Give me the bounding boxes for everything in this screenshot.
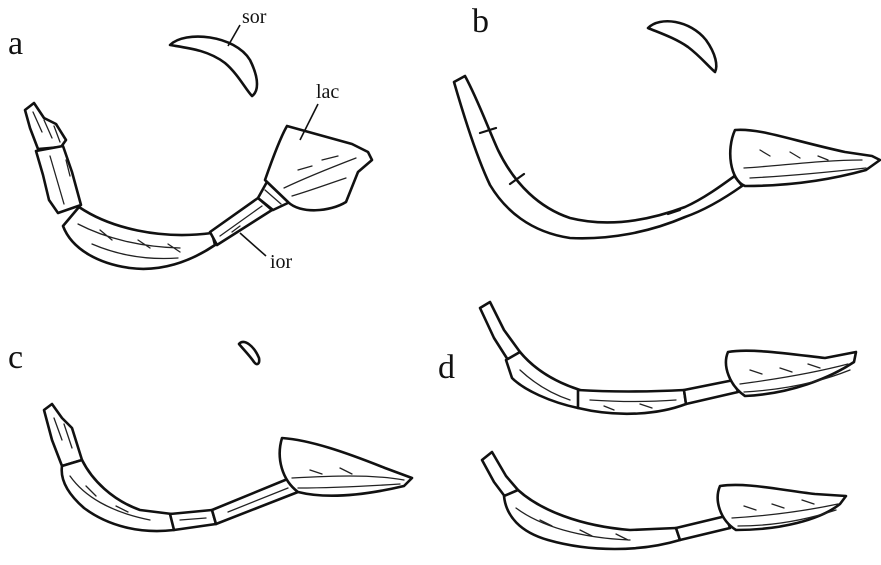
panel-d-letter: d xyxy=(438,349,455,386)
panel-d-lower-infraorbital-1-2 xyxy=(504,490,680,549)
panel-d-upper-anterior-rod xyxy=(480,302,520,360)
leader-sor xyxy=(228,25,240,46)
panel-b: b xyxy=(454,3,880,238)
label-lac: lac xyxy=(316,81,339,103)
leader-ior xyxy=(240,233,266,256)
panel-d-upper-specimen xyxy=(480,302,856,414)
panel-a: a sor lac ior xyxy=(8,6,372,273)
panel-d-upper-lacrimal xyxy=(726,351,856,396)
label-ior: ior xyxy=(270,251,293,273)
panel-b-letter: b xyxy=(472,3,489,40)
panel-b-infraorbital-chain xyxy=(454,76,742,238)
panel-d: d xyxy=(438,302,856,549)
panel-c-letter: c xyxy=(8,339,23,376)
panel-d-upper-infraorbital-3 xyxy=(684,380,738,404)
label-sor: sor xyxy=(242,6,267,28)
panel-c-supraorbital xyxy=(239,342,259,364)
panel-a-infraorbital-1 xyxy=(36,146,81,213)
panel-d-lower-specimen xyxy=(482,452,846,549)
panel-c-anterior-bone-tip xyxy=(44,404,82,466)
panel-c-infraorbital-3 xyxy=(170,510,216,530)
panel-a-infraorbital-2 xyxy=(63,207,215,269)
panel-c-infraorbital-1-2 xyxy=(62,460,174,531)
panel-a-supraorbital xyxy=(170,37,257,96)
panel-c: c xyxy=(8,339,412,531)
panel-b-supraorbital xyxy=(648,21,716,72)
panel-a-letter: a xyxy=(8,25,23,62)
panel-d-lower-infraorbital-3 xyxy=(676,516,730,540)
